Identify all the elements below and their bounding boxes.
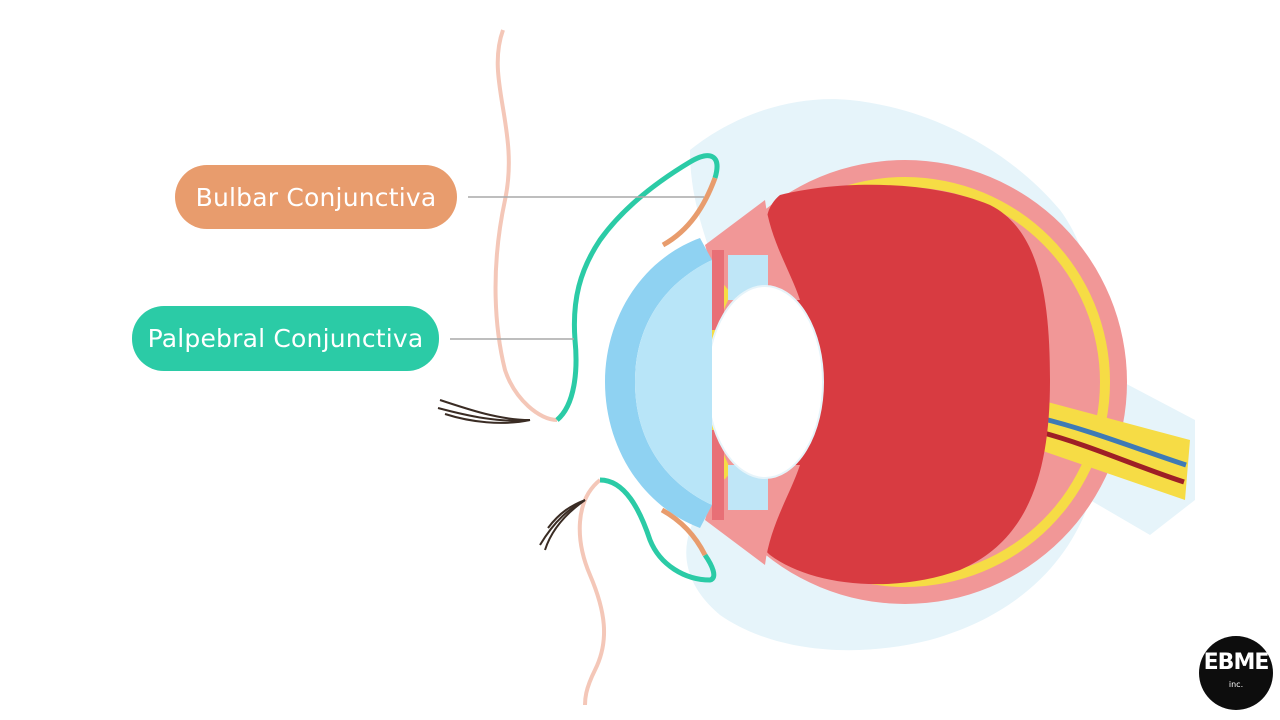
lower-eyelid-skin: [577, 478, 606, 706]
iris-upper: [712, 250, 724, 330]
artery: [1039, 429, 1185, 485]
bulbar-conjunctiva-label: Bulbar Conjunctiva: [175, 165, 457, 229]
cornea: [605, 238, 712, 528]
vitreous-body: [757, 184, 1050, 585]
optic-nerve: [1040, 400, 1190, 500]
lower-bulbar-conjunctiva: [660, 507, 708, 557]
upper-palpebral-conjunctiva: [555, 153, 720, 422]
lower-eyelashes: [539, 499, 586, 551]
logo-subtext: inc.: [1228, 680, 1244, 689]
lens: [706, 285, 824, 479]
lower-palpebral-conjunctiva: [599, 477, 717, 583]
iris-lower: [712, 430, 724, 520]
palpebral-conjunctiva-label: Palpebral Conjunctiva: [132, 306, 439, 371]
logo-text: EBME: [1203, 650, 1270, 675]
upper-eyelid-skin: [493, 29, 558, 422]
upper-eyelashes: [437, 399, 531, 424]
anterior-chamber: [635, 260, 712, 505]
vein: [1039, 415, 1187, 468]
ebme-logo: EBME inc.: [1199, 636, 1273, 710]
upper-bulbar-conjunctiva: [661, 177, 718, 248]
